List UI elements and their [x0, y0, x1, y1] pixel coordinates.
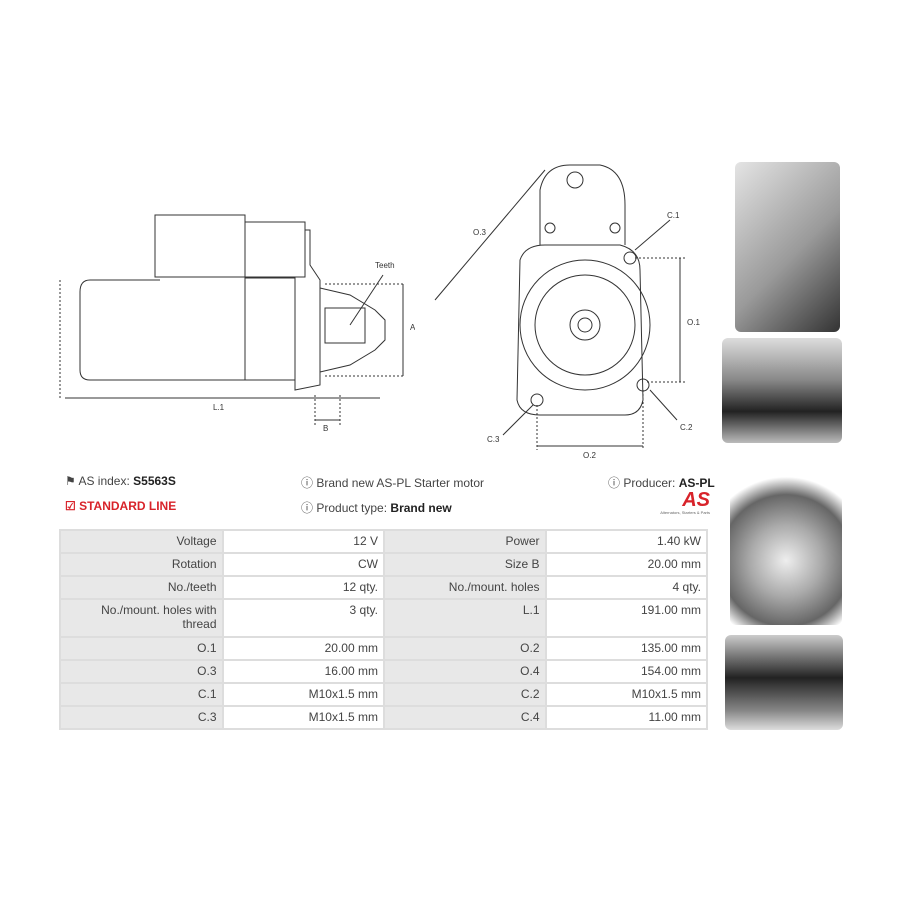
- spec-key: O.1: [59, 636, 224, 661]
- spec-key: No./teeth: [59, 575, 224, 600]
- spec-value: 16.00 mm: [221, 659, 385, 684]
- c1-label: C.1: [667, 211, 680, 220]
- l1-label: L.1: [213, 403, 225, 412]
- o3-label: O.3: [473, 228, 486, 237]
- o2-label: O.2: [583, 451, 596, 460]
- spec-value: 135.00 mm: [544, 636, 709, 661]
- spec-key: No./mount. holes: [382, 575, 547, 600]
- c2-label: C.2: [680, 423, 693, 432]
- teeth-label: Teeth: [375, 261, 395, 270]
- side-view-diagram: Teeth A L.1 B: [59, 214, 415, 433]
- spec-key: Voltage: [59, 529, 224, 554]
- spec-key: No./mount. holes with thread: [59, 598, 224, 638]
- standard-line-badge: ☑ STANDARD LINE: [65, 499, 177, 513]
- front-view-diagram: O.3 C.1 O.1 C.2 C.3 O.2: [434, 164, 700, 460]
- spec-value: 20.00 mm: [221, 636, 385, 661]
- spec-key: O.2: [382, 636, 547, 661]
- info-icon: ⓘ: [608, 476, 621, 490]
- as-index: ⚑ AS index: S5563S: [65, 474, 176, 488]
- spec-key: C.3: [59, 705, 224, 730]
- as-index-value: S5563S: [133, 474, 176, 488]
- spec-key: C.4: [382, 705, 547, 730]
- spec-key: Power: [382, 529, 547, 554]
- spec-value: 12 V: [221, 529, 385, 554]
- spec-key: L.1: [382, 598, 547, 638]
- spec-value: 191.00 mm: [544, 598, 709, 638]
- spec-value: 20.00 mm: [544, 552, 709, 577]
- spec-value: 154.00 mm: [544, 659, 709, 684]
- spec-value: M10x1.5 mm: [221, 682, 385, 707]
- producer: ⓘ Producer: AS-PL: [608, 476, 715, 490]
- spec-key: Rotation: [59, 552, 224, 577]
- product-photo-front: [735, 162, 840, 332]
- spec-value: 12 qty.: [221, 575, 385, 600]
- spec-value: M10x1.5 mm: [544, 682, 709, 707]
- spec-key: O.4: [382, 659, 547, 684]
- a-label: A: [410, 323, 415, 332]
- product-type: ⓘ Product type: Brand new: [301, 501, 452, 515]
- spec-key: O.3: [59, 659, 224, 684]
- spec-value: 4 qty.: [544, 575, 709, 600]
- brand-new-note: ⓘ Brand new AS-PL Starter motor: [301, 476, 484, 490]
- product-photo-side: [722, 338, 842, 443]
- spec-value: 1.40 kW: [544, 529, 709, 554]
- o1-label: O.1: [687, 318, 700, 327]
- product-photo-angle: [725, 635, 843, 730]
- info-icon: ⓘ: [301, 476, 314, 490]
- spec-value: 11.00 mm: [544, 705, 709, 730]
- spec-key: C.2: [382, 682, 547, 707]
- product-photo-rear: [730, 455, 842, 625]
- spec-value: M10x1.5 mm: [221, 705, 385, 730]
- b-label: B: [323, 424, 328, 433]
- c3-label: C.3: [487, 435, 500, 444]
- spec-value: 3 qty.: [221, 598, 385, 638]
- spec-value: CW: [221, 552, 385, 577]
- checkbox-icon: ☑: [65, 499, 76, 513]
- spec-key: C.1: [59, 682, 224, 707]
- info-icon: ⓘ: [301, 501, 314, 515]
- spec-key: Size B: [382, 552, 547, 577]
- as-pl-logo: AS Alternators, Starters & Parts: [660, 489, 710, 515]
- tag-icon: ⚑: [65, 474, 76, 488]
